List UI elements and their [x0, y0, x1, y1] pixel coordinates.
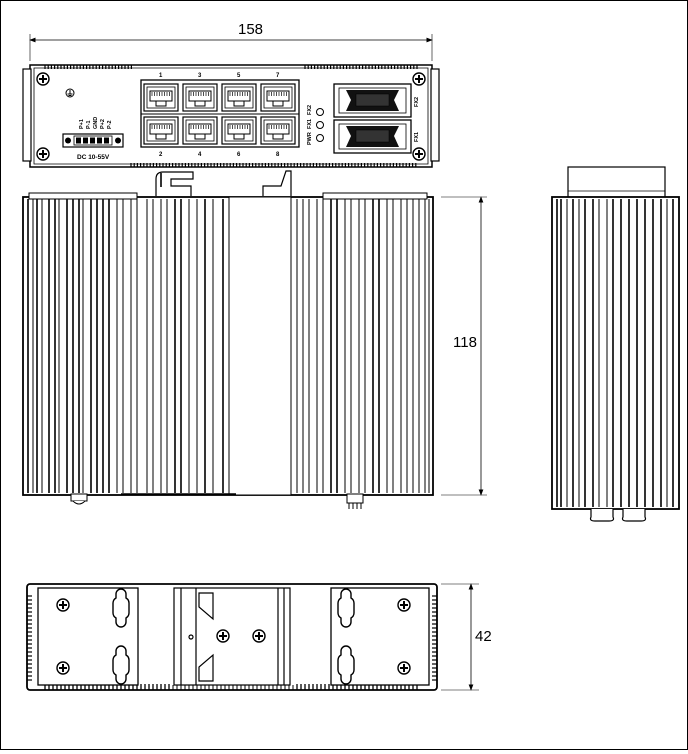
din-bracket [173, 587, 291, 686]
fiber-port-label: FX1 [414, 132, 420, 142]
front-screw-icon [36, 72, 50, 86]
end-view-top-module [567, 166, 666, 199]
keyhole-slot-icon [337, 645, 355, 685]
port-number-label: 5 [237, 73, 241, 79]
port-number-label: 4 [198, 152, 202, 158]
keyhole-slot-icon [112, 645, 130, 685]
port-number-label: 1 [159, 73, 163, 79]
end-view [551, 166, 680, 522]
rj45-port [221, 116, 257, 145]
power-pin-label: P-2 [107, 120, 113, 129]
port-number-label: 3 [198, 73, 202, 79]
bottom-connectors [70, 493, 364, 509]
heatsink-fins [27, 199, 430, 493]
bottom-view-vent-slots [27, 595, 437, 690]
front-panel-view: 158 P+1 P-1 GND P+2 P-2 [22, 21, 440, 168]
rj45-port [143, 116, 179, 145]
power-rating-label: DC 10-55V [77, 154, 110, 161]
fx2-fiber-port [333, 83, 412, 118]
front-screw-icon [36, 147, 50, 161]
bottom-vent-slots [130, 163, 417, 167]
power-pin-labels: P+1 P-1 GND P+2 P-2 [79, 117, 113, 129]
led-label: PWR [307, 132, 313, 145]
din-rail-clip [155, 170, 292, 196]
fx1-led-indicator [316, 121, 324, 129]
heatsink-body [22, 196, 434, 496]
fiber-port-label: FX2 [414, 97, 420, 107]
end-view-fins [556, 199, 674, 507]
front-screw-icon [412, 72, 426, 86]
depth-dimension-label: 42 [475, 628, 492, 645]
right-flange [430, 68, 440, 162]
pwr-led-indicator [316, 134, 324, 142]
port-number-label: 2 [159, 152, 163, 158]
top-vent-slots [44, 65, 418, 69]
heatsink-center-plate [228, 196, 292, 496]
power-pin-label: GND [93, 117, 99, 129]
end-view-body [551, 196, 680, 510]
fx2-led-indicator [316, 108, 324, 116]
ground-symbol-icon [65, 88, 75, 98]
rj45-port [221, 83, 257, 112]
power-pin-label: P+1 [79, 119, 85, 129]
bracket-screw-icon [252, 629, 266, 643]
rj45-port [260, 116, 296, 145]
port-number-label: 7 [276, 73, 280, 79]
left-flange [22, 68, 32, 162]
end-view-feet [589, 509, 647, 522]
port-number-label: 6 [237, 152, 241, 158]
rj45-port [182, 83, 218, 112]
bracket-screw-icon [216, 629, 230, 643]
led-label: FX1 [307, 119, 313, 129]
bottom-view: 42 [26, 583, 492, 691]
power-pin-label: P+2 [100, 119, 106, 129]
width-dimension-label: 158 [238, 21, 263, 38]
mounting-screw-icon [397, 661, 411, 675]
mounting-screw-icon [56, 598, 70, 612]
mounting-screw-icon [56, 661, 70, 675]
led-label: FX2 [307, 105, 313, 115]
height-dimension-label: 118 [453, 334, 477, 351]
rj45-port [182, 116, 218, 145]
power-terminal-block [62, 133, 124, 148]
fx1-fiber-port [333, 119, 412, 154]
front-screw-icon [412, 147, 426, 161]
keyhole-slot-icon [112, 588, 130, 628]
keyhole-slot-icon [337, 588, 355, 628]
mounting-screw-icon [397, 598, 411, 612]
side-view: 118 [22, 170, 487, 509]
port-number-label: 8 [276, 152, 280, 158]
power-pin-label: P-1 [86, 120, 92, 129]
rj45-port [143, 83, 179, 112]
rj45-port [260, 83, 296, 112]
